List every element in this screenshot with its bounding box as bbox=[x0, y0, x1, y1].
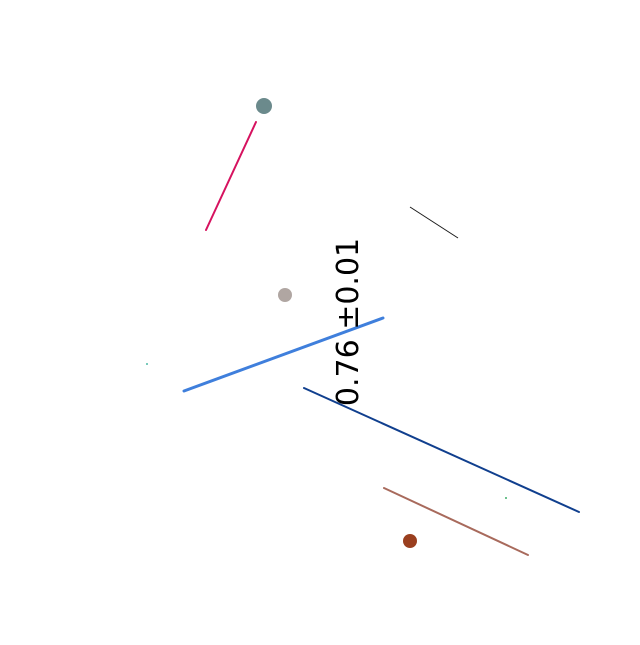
green-speck bbox=[505, 497, 507, 499]
taupe-dot bbox=[278, 288, 292, 302]
blue-line bbox=[182, 316, 385, 393]
brown-line bbox=[383, 487, 529, 556]
teal-speck bbox=[146, 363, 148, 365]
rotated-value-label: 0.76 ±0.01 bbox=[331, 237, 366, 407]
navy-line bbox=[303, 387, 580, 513]
crimson-line bbox=[205, 121, 257, 231]
black-line bbox=[409, 206, 459, 239]
rust-dot bbox=[403, 534, 417, 548]
slate-dot bbox=[256, 98, 272, 114]
